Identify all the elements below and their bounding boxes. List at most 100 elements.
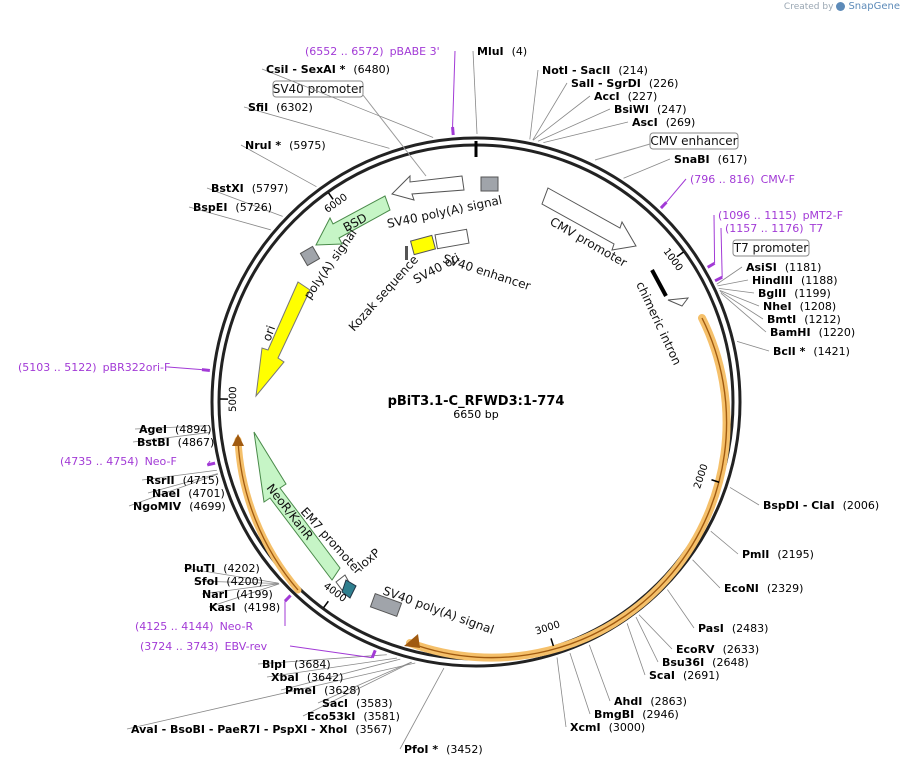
restriction-site-label[interactable]: BlpI(3684) xyxy=(262,658,331,671)
feature-label-chimeric-intron: chimeric intron xyxy=(633,279,684,367)
restriction-site-label[interactable]: BamHI(1220) xyxy=(770,326,855,339)
restriction-site-label[interactable]: BspDI - ClaI(2006) xyxy=(763,499,879,512)
restriction-site-label[interactable]: PfoI *(3452) xyxy=(404,743,483,756)
polya-signal-box[interactable] xyxy=(299,245,321,267)
site-leader-line xyxy=(720,292,767,333)
primer-label[interactable]: (1096 .. 1115)pMT2-F xyxy=(718,209,843,222)
restriction-site-label[interactable]: SfiI(6302) xyxy=(248,101,313,114)
primer-label[interactable]: (796 .. 816)CMV-F xyxy=(690,173,795,186)
restriction-site-label[interactable]: BmtI(1212) xyxy=(767,313,841,326)
sv40-ori-box[interactable] xyxy=(409,234,437,256)
kozak-marker[interactable] xyxy=(405,246,408,260)
site-leader-line xyxy=(569,652,591,715)
restriction-site-label[interactable]: BspEI(5726) xyxy=(193,201,272,214)
restriction-site-label[interactable]: BglII(1199) xyxy=(758,287,831,300)
restriction-site-label[interactable]: PmeI(3628) xyxy=(285,684,361,697)
restriction-site-label[interactable]: PluTI(4202) xyxy=(184,562,260,575)
restriction-site-label[interactable]: AgeI(4894) xyxy=(139,423,212,436)
restriction-site-label[interactable]: XcmI(3000) xyxy=(570,721,645,734)
label-cmv-enhancer: CMV enhancer xyxy=(649,132,739,150)
restriction-site-label[interactable]: PmlI(2195) xyxy=(742,548,814,561)
chimeric-intron-bar[interactable] xyxy=(650,269,668,297)
cmv-promoter-arrow[interactable] xyxy=(541,187,637,251)
primer-label[interactable]: (4125 .. 4144)Neo-R xyxy=(135,620,253,633)
restriction-site-label[interactable]: EcoNI(2329) xyxy=(724,582,803,595)
restriction-site-label[interactable]: BmgBI(2946) xyxy=(594,708,679,721)
primer-mark xyxy=(714,275,723,283)
sv40-polya-box-top[interactable] xyxy=(480,176,499,192)
restriction-site-label[interactable]: NruI *(5975) xyxy=(245,139,326,152)
restriction-site-label[interactable]: SacI(3583) xyxy=(322,697,393,710)
site-leader-line xyxy=(638,614,673,650)
feature-label-sv40-enhancer: SV40 enhancer xyxy=(441,252,532,294)
primer-leader-line xyxy=(289,645,373,659)
restriction-site-label[interactable]: Bsu36I(2648) xyxy=(662,656,749,669)
restriction-site-label[interactable]: AccI(227) xyxy=(594,90,657,103)
site-leader-line xyxy=(532,95,591,141)
restriction-site-label[interactable]: XbaI(3642) xyxy=(271,671,343,684)
sv40-polya-box-bottom[interactable] xyxy=(369,592,403,618)
restriction-site-label[interactable]: AvaI - BsoBI - PaeR7I - PspXI - XhoI(356… xyxy=(131,723,392,736)
insert-arrowhead xyxy=(404,634,420,648)
restriction-site-label[interactable]: NotI - SacII(214) xyxy=(542,64,648,77)
site-leader-line xyxy=(719,290,760,307)
restriction-site-label[interactable]: SfoI(4200) xyxy=(194,575,263,588)
primer-label[interactable]: (4735 .. 4754)Neo-F xyxy=(60,455,177,468)
restriction-site-label[interactable]: MluI(4) xyxy=(477,45,527,58)
restriction-site-label[interactable]: SnaBI(617) xyxy=(674,153,747,166)
loxp-shape[interactable] xyxy=(341,579,357,599)
scale-tick-label: 6000 xyxy=(323,192,350,216)
bsd-arrow[interactable] xyxy=(315,195,391,246)
restriction-site-label[interactable]: AhdI(2863) xyxy=(614,695,687,708)
restriction-site-label[interactable]: BsiWI(247) xyxy=(614,103,687,116)
credit-brand[interactable]: SnapGene xyxy=(848,1,900,12)
restriction-site-label[interactable]: AsiSI(1181) xyxy=(746,261,821,274)
scale-tick xyxy=(711,479,720,483)
neo-r-arrow[interactable] xyxy=(253,431,341,581)
restriction-site-label[interactable]: NarI(4199) xyxy=(202,588,273,601)
site-leader-line xyxy=(266,657,397,678)
restriction-site-label[interactable]: PasI(2483) xyxy=(698,622,768,635)
site-leader-line xyxy=(188,206,271,231)
restriction-site-label[interactable]: RsrII(4715) xyxy=(146,474,219,487)
restriction-site-label[interactable]: KasI(4198) xyxy=(209,601,280,614)
restriction-site-label[interactable]: AscI(269) xyxy=(632,116,695,129)
svg-text:SV40 promoter: SV40 promoter xyxy=(273,82,364,96)
site-leader-line xyxy=(635,616,659,663)
restriction-site-label[interactable]: EcoRV(2633) xyxy=(676,643,759,656)
restriction-site-label[interactable]: SalI - SgrDI(226) xyxy=(571,77,678,90)
primer-label[interactable]: (5103 .. 5122)pBR322ori-F xyxy=(18,361,170,374)
site-leader-line xyxy=(261,68,434,138)
site-leader-line xyxy=(529,69,539,140)
primer-label[interactable]: (6552 .. 6572)pBABE 3' xyxy=(305,45,440,58)
restriction-site-label[interactable]: NaeI(4701) xyxy=(152,487,225,500)
restriction-site-label[interactable]: BclI *(1421) xyxy=(773,345,850,358)
sv40-enhancer-box[interactable] xyxy=(434,228,470,250)
site-leader-line xyxy=(719,291,764,320)
svg-text:T7 promoter: T7 promoter xyxy=(733,241,809,255)
primer-mark xyxy=(659,201,668,210)
site-leader-line xyxy=(667,589,695,629)
primer-label[interactable]: (3724 .. 3743)EBV-rev xyxy=(140,640,268,653)
scale-tick-label: 1000 xyxy=(661,246,685,273)
t7-arrow-small[interactable] xyxy=(667,297,690,307)
feature-label-kozak: Kozak sequence xyxy=(346,253,421,334)
sv40-polya-arrow-top[interactable] xyxy=(391,174,465,201)
restriction-site-label[interactable]: NgoMIV(4699) xyxy=(133,500,226,513)
restriction-site-label[interactable]: ScaI(2691) xyxy=(649,669,720,682)
restriction-site-label[interactable]: NheI(1208) xyxy=(763,300,836,313)
ori-arrow[interactable] xyxy=(255,281,311,398)
scale-tick-label: 3000 xyxy=(534,619,562,637)
primer-label[interactable]: (1157 .. 1176)T7 xyxy=(725,222,823,235)
restriction-site-label[interactable]: Eco53kI(3581) xyxy=(307,710,400,723)
restriction-site-label[interactable]: HindIII(1188) xyxy=(752,274,838,287)
restriction-site-label[interactable]: BstXI(5797) xyxy=(211,182,288,195)
restriction-sites: MluI(4) NotI - SacII(214)SalI - SgrDI(226… xyxy=(131,45,879,756)
restriction-site-label[interactable]: BstBI(4867) xyxy=(137,436,214,449)
site-leader-line xyxy=(243,106,390,149)
primer-mark xyxy=(206,461,216,467)
restriction-site-label[interactable]: CsiI - SexAI *(6480) xyxy=(266,63,390,76)
site-leader-line xyxy=(193,580,279,584)
scale-tick xyxy=(322,600,329,609)
